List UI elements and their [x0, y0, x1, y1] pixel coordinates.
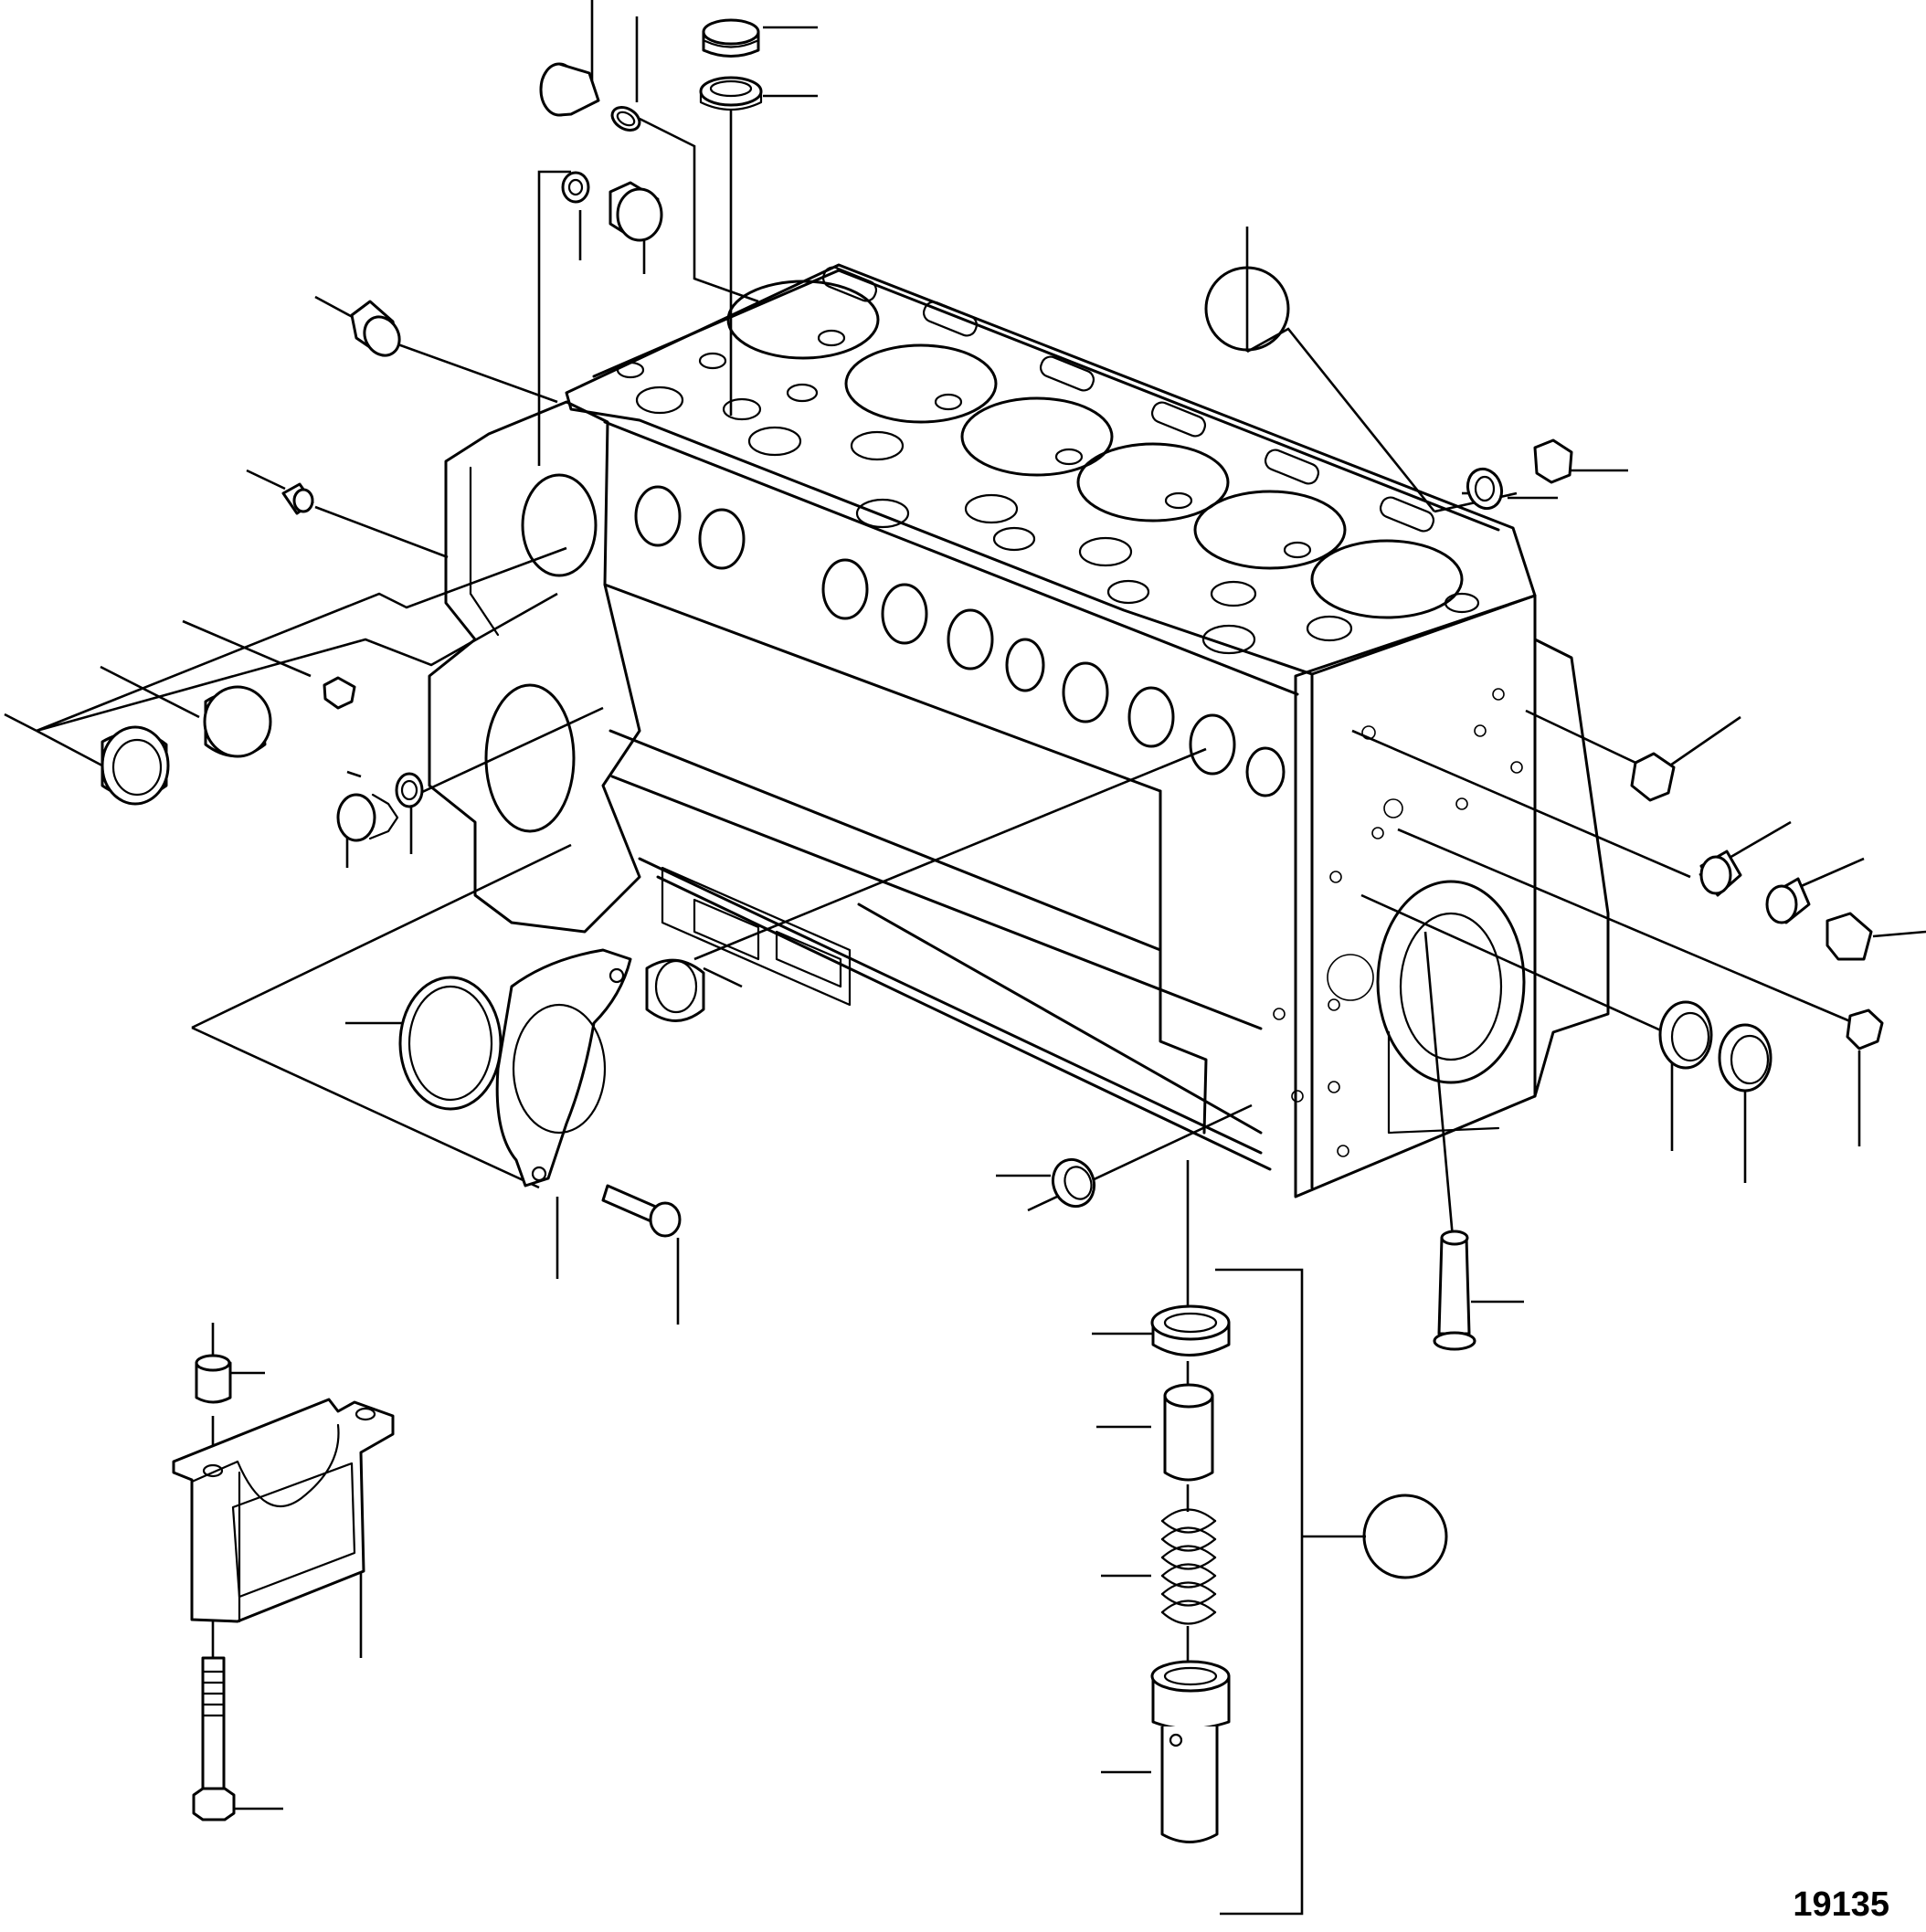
- core-plug-top: [702, 18, 760, 58]
- seal-right-2: [1718, 1023, 1773, 1093]
- pin-small: [323, 676, 356, 710]
- side-openings: [634, 485, 1286, 797]
- gasket-cover: [495, 948, 632, 1188]
- washer-top-right: [1466, 467, 1504, 511]
- drain-plug: [608, 181, 663, 242]
- plug-right-1: [1630, 752, 1676, 802]
- bearing-cap: [172, 1398, 395, 1623]
- seal-right-1: [1658, 1000, 1713, 1070]
- assembly-callout-circle: [1362, 1494, 1448, 1579]
- leader-lines: [4, 0, 1926, 1916]
- seal-ring-top: [699, 76, 763, 111]
- plug-left-1: [350, 300, 401, 357]
- main-bearing-bolt: [192, 1656, 236, 1821]
- plug-top-right: [1533, 438, 1573, 484]
- washer-small: [561, 171, 590, 204]
- plug-right-2: [1825, 912, 1873, 961]
- dowel-pin: [1433, 1230, 1476, 1351]
- cup-plug: [203, 685, 272, 758]
- o-ring-top: [610, 106, 641, 132]
- dowel-sleeve: [195, 1354, 232, 1404]
- deck-slots: [821, 266, 1435, 533]
- cylinder-bores: [726, 280, 1464, 619]
- plug-left-2: [281, 482, 314, 515]
- assembly-callout-circle: [1204, 266, 1290, 352]
- bolt-cover: [601, 1184, 682, 1238]
- small-ring-bottom: [1051, 1157, 1096, 1209]
- banjo-plug: [336, 793, 399, 842]
- front-bores: [484, 473, 598, 833]
- rear-face-holes: [1273, 688, 1523, 1157]
- seat-ring: [1150, 1304, 1231, 1357]
- valve-body: [1150, 1660, 1231, 1843]
- plug-right-3: [1846, 1008, 1884, 1050]
- washer-left: [395, 772, 424, 808]
- sleeve-left: [101, 725, 170, 806]
- o-ring-large: [398, 976, 503, 1111]
- spring: [1160, 1508, 1217, 1625]
- sleeve-right-1: [1699, 850, 1742, 897]
- sleeve-right-2: [1765, 877, 1811, 924]
- plug-top-left: [539, 62, 600, 117]
- deck-holes: [616, 329, 1480, 655]
- cylinder-block: [428, 263, 1610, 1198]
- piston-sleeve: [1163, 1383, 1214, 1482]
- seal-left-block: [645, 958, 705, 1022]
- figure-number: 19135: [1793, 1885, 1889, 1924]
